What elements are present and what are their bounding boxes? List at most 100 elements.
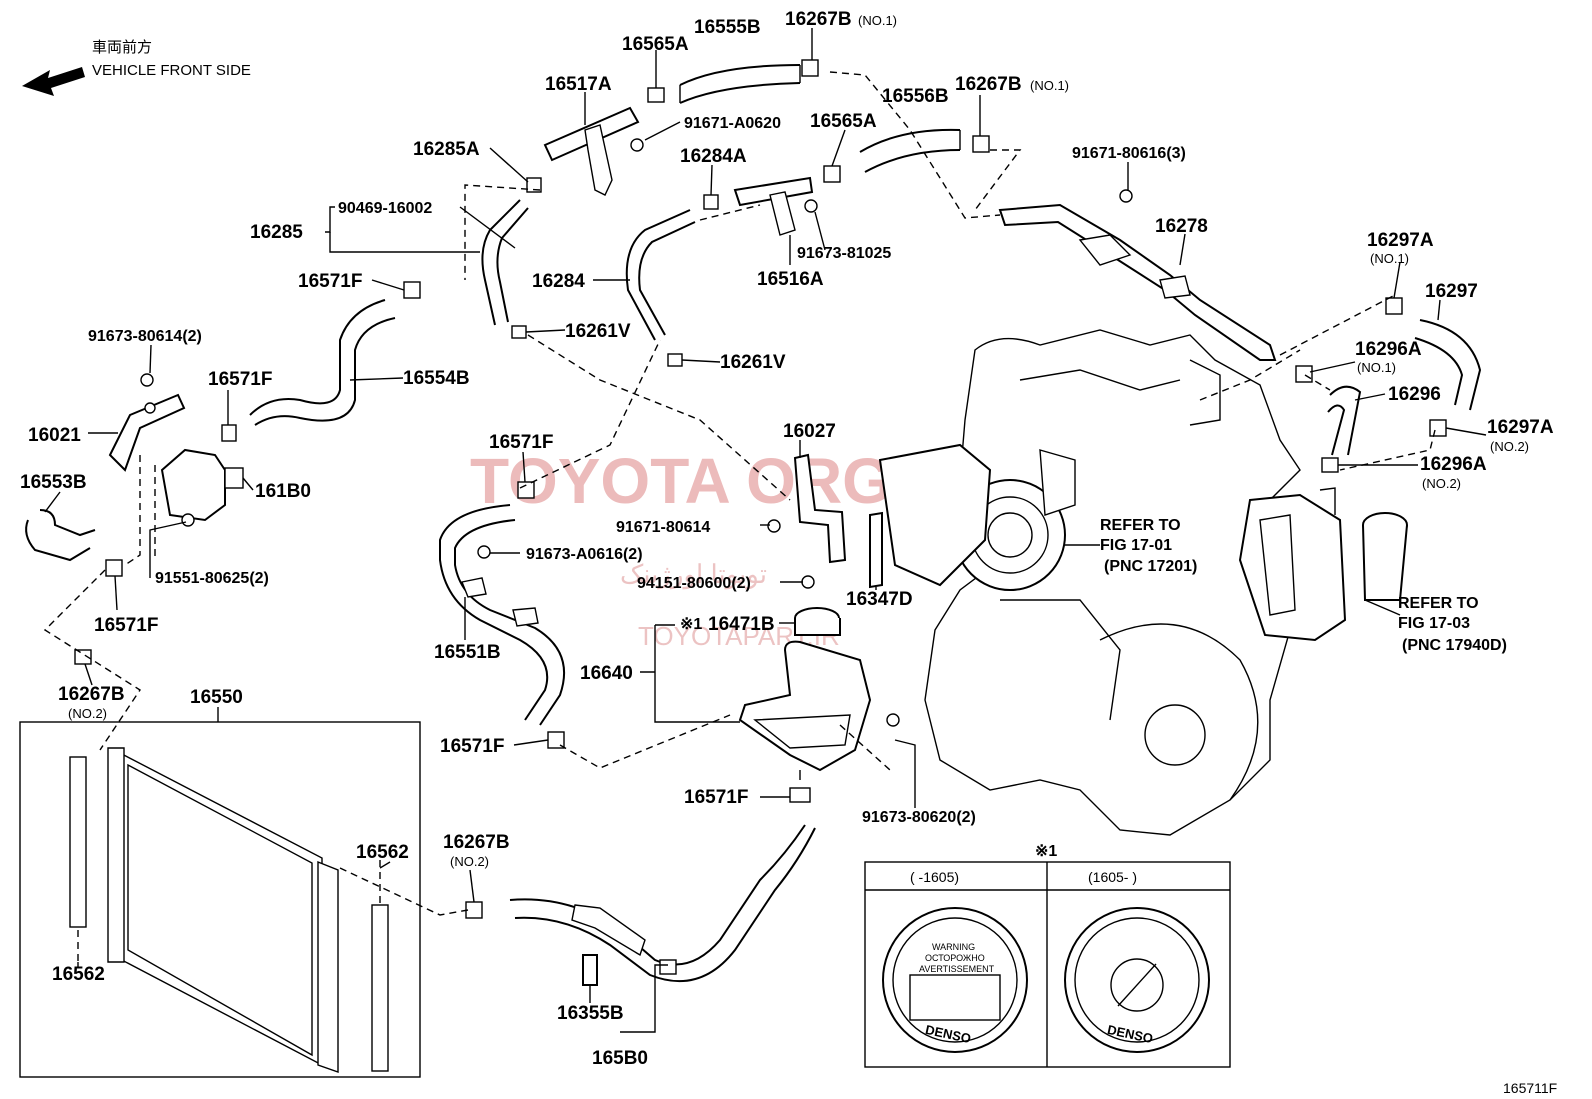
label-no2-296: (NO.2): [1422, 476, 1461, 491]
cap-warning-fr: AVERTISSEMENT: [919, 964, 995, 974]
refer-fig-17-03-line1: REFER TO: [1398, 595, 1479, 612]
cap-variants-box: [864, 861, 1231, 1068]
label-mark1-box: ※1: [1035, 843, 1057, 860]
label-range-after-1605: (1605- ): [1088, 869, 1137, 885]
label-16285: 16285: [250, 222, 303, 243]
hose-lower: [509, 824, 816, 983]
leader-lines: [44, 28, 1487, 1033]
label-16267B-left: 16267B: [58, 684, 125, 705]
label-165B0: 165B0: [592, 1048, 648, 1069]
label-16571F-f: 16571F: [684, 787, 748, 808]
label-range-before-1605: ( -1605): [910, 869, 959, 885]
hose-16284: [625, 209, 696, 341]
label-16517A: 16517A: [545, 74, 612, 95]
pipe-16278: [998, 203, 1277, 361]
label-16571F-c: 16571F: [489, 432, 553, 453]
label-16267B-mid: 16267B: [955, 74, 1022, 95]
pipe-16517A: [543, 106, 640, 196]
refer-fig-17-01-line3: (PNC 17201): [1104, 558, 1197, 575]
label-16553B: 16553B: [20, 472, 87, 493]
label-91673-81025: 91673-81025: [797, 245, 891, 262]
label-16640: 16640: [580, 663, 633, 684]
label-16571F-b: 16571F: [208, 369, 272, 390]
label-16554B: 16554B: [403, 368, 470, 389]
label-16565A-top: 16565A: [622, 34, 689, 55]
label-16027: 16027: [783, 421, 836, 442]
label-91673-A0616-2: 91673-A0616(2): [526, 546, 643, 563]
label-16297A-bot: 16297A: [1487, 417, 1554, 438]
hose-16551B: [439, 504, 566, 726]
label-91671-A0620: 91671-A0620: [684, 115, 781, 132]
label-mark1: ※1: [680, 616, 702, 633]
vehicle-front-indicator: 車両前方 VEHICLE FRONT SIDE: [22, 39, 251, 96]
label-16562-left: 16562: [52, 964, 105, 985]
label-16571F-d: 16571F: [94, 615, 158, 636]
bracket-16347D: [869, 511, 883, 589]
label-91673-80614-2: 91673-80614(2): [88, 328, 202, 345]
label-16284A: 16284A: [680, 146, 747, 167]
radiator-16550: [19, 721, 421, 1078]
label-16516A: 16516A: [757, 269, 824, 290]
throttle-body: REFER TO FIG 17-01 (PNC 17201): [878, 443, 1197, 591]
refer-fig-17-01-line1: REFER TO: [1100, 517, 1181, 534]
label-16296A-top: 16296A: [1355, 339, 1422, 360]
label-no1-mid: (NO.1): [1030, 78, 1069, 93]
label-16347D: 16347D: [846, 589, 913, 610]
label-16551B: 16551B: [434, 642, 501, 663]
label-91551-80625-2: 91551-80625(2): [155, 570, 269, 587]
bolts: [140, 138, 1133, 727]
label-16565A-mid: 16565A: [810, 111, 877, 132]
reservoir-tank: [738, 607, 872, 780]
label-no1-296: (NO.1): [1357, 360, 1396, 375]
front-label-jp: 車両前方: [92, 39, 152, 56]
label-no2-left: (NO.2): [68, 706, 107, 721]
label-16297A-top: 16297A: [1367, 230, 1434, 251]
label-16471B: 16471B: [708, 614, 775, 635]
hose-16285: [481, 199, 529, 326]
label-91673-80620-2: 91673-80620(2): [862, 809, 976, 826]
label-16562-right: 16562: [356, 842, 409, 863]
hose-16555B: [679, 64, 801, 104]
label-91671-80616-3: 91671-80616(3): [1072, 145, 1186, 162]
label-16571F-a: 16571F: [298, 271, 362, 292]
hose-16554B: [249, 299, 396, 426]
label-16284: 16284: [532, 271, 585, 292]
label-16296A-bot: 16296A: [1420, 454, 1487, 475]
hose-16556B: [859, 128, 961, 173]
label-16296: 16296: [1388, 384, 1441, 405]
sensor-161B0: [160, 448, 244, 522]
drain-16355B: [582, 954, 598, 986]
label-91671-80614: 91671-80614: [616, 519, 710, 536]
label-16555B: 16555B: [694, 17, 761, 38]
label-161B0: 161B0: [255, 481, 311, 502]
refer-fig-17-03-line2: FIG 17-03: [1398, 615, 1470, 632]
pipe-16516A: [733, 176, 814, 236]
connection-lines: [43, 71, 1436, 916]
label-94151-80600-2: 94151-80600(2): [637, 575, 751, 592]
label-16261V-b: 16261V: [720, 352, 786, 373]
hose-16297: [1414, 319, 1482, 411]
watermark-persian: تویوتا اورژینک: [620, 559, 767, 590]
label-16278: 16278: [1155, 216, 1208, 237]
bracket-16021: [108, 393, 186, 472]
label-no2-bottom: (NO.2): [450, 854, 489, 869]
label-16550: 16550: [190, 687, 243, 708]
part-labels: 16555B 16267B (NO.1) 16565A 16517A 91671…: [20, 9, 1557, 1096]
label-no1-297: (NO.1): [1370, 251, 1409, 266]
refer-fig-17-01-line2: FIG 17-01: [1100, 537, 1172, 554]
refer-fig-17-03-line3: (PNC 17940D): [1402, 637, 1507, 654]
label-90469-16002: 90469-16002: [338, 200, 432, 217]
hose-16296: [1327, 385, 1362, 456]
label-16267B-bottom: 16267B: [443, 832, 510, 853]
hose-16553B: [25, 509, 96, 562]
label-16267B-top: 16267B: [785, 9, 852, 30]
label-no2-297: (NO.2): [1490, 439, 1529, 454]
label-16355B: 16355B: [557, 1003, 624, 1024]
cap-warning-ru: ОСТОРОЖНО: [925, 953, 985, 963]
pipe-16027: [793, 453, 847, 564]
label-16571F-e: 16571F: [440, 736, 504, 757]
label-16021: 16021: [28, 425, 81, 446]
label-16261V-a: 16261V: [565, 321, 631, 342]
figure-number: 165711F: [1503, 1080, 1557, 1096]
